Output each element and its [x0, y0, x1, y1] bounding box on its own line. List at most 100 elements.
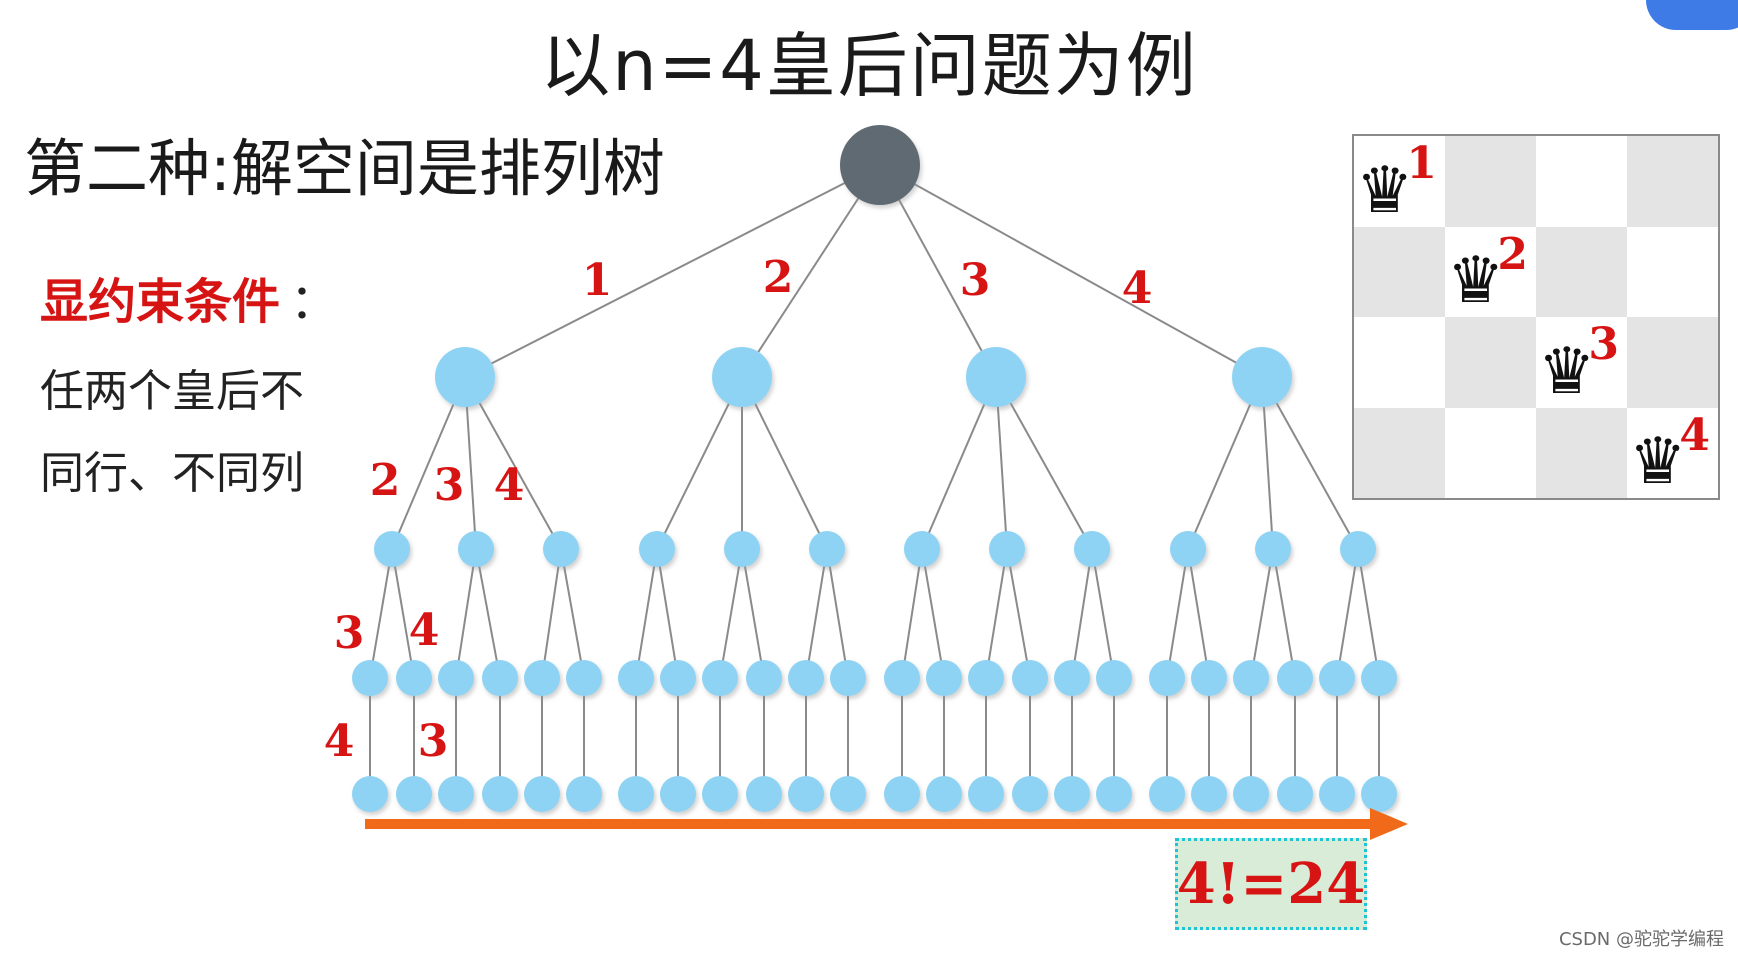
tree-edge-l1 — [879, 164, 1263, 378]
tree-node-level3 — [788, 660, 824, 696]
edge-label-level1: 3 — [960, 255, 991, 306]
tree-edge-l3 — [719, 548, 743, 679]
tree-edge-l3 — [560, 548, 585, 679]
tree-edge-l3 — [921, 548, 945, 679]
tree-node-level2 — [374, 531, 410, 567]
tree-node-level4 — [1191, 776, 1227, 812]
tree-node-level1 — [435, 347, 495, 407]
tree-node-level3 — [1054, 660, 1090, 696]
page-title: 以n=4皇后问题为例 — [540, 25, 1198, 107]
tree-node-level3 — [482, 660, 518, 696]
tree-edge-l3 — [826, 548, 849, 679]
result-box: 4!=24 — [1175, 838, 1367, 930]
tree-node-level3 — [1096, 660, 1132, 696]
edge-label-level2: 3 — [434, 460, 465, 511]
tree-node-level3 — [1191, 660, 1227, 696]
tree-node-level4 — [1319, 776, 1355, 812]
constraint-heading: 显约束条件： — [40, 262, 338, 332]
tree-node-level3 — [702, 660, 738, 696]
page-subtitle: 第二种:解空间是排列树 — [24, 132, 665, 205]
tree-edge-l3 — [1071, 548, 1093, 679]
leaf-arrow-head — [1370, 808, 1408, 840]
tree-node-level2 — [1170, 531, 1206, 567]
tree-edge-l2 — [391, 376, 466, 550]
tree-node-level4 — [1277, 776, 1313, 812]
tree-edge-l2 — [921, 376, 997, 550]
board-cell — [1354, 317, 1445, 408]
queen-number-label: 2 — [1497, 228, 1528, 280]
tree-node-level4 — [524, 776, 560, 812]
tree-node-level4 — [1096, 776, 1132, 812]
tree-node-level4 — [1361, 776, 1397, 812]
tree-edge-l1 — [741, 164, 881, 378]
tree-node-level3 — [884, 660, 920, 696]
tree-node-level4 — [660, 776, 696, 812]
queen-number-label: 4 — [1679, 409, 1710, 461]
tree-node-level4 — [1233, 776, 1269, 812]
tree-node-level3 — [1233, 660, 1269, 696]
tree-node-level1 — [712, 347, 772, 407]
tree-edge-l2 — [741, 376, 828, 550]
tree-node-level3 — [830, 660, 866, 696]
edge-label-level2: 4 — [494, 460, 525, 511]
tree-node-level4 — [884, 776, 920, 812]
tree-node-level4 — [618, 776, 654, 812]
tree-node-level2 — [989, 531, 1025, 567]
chessboard: ♛1♛2♛3♛4 — [1352, 134, 1720, 500]
tree-node-level2 — [1074, 531, 1110, 567]
tree-edge-l3 — [1166, 548, 1189, 679]
corner-app-badge[interactable] — [1646, 0, 1738, 30]
tree-node-level3 — [566, 660, 602, 696]
queen-icon: ♛ — [1447, 244, 1505, 318]
tree-edge-l2 — [995, 376, 1093, 550]
tree-node-level4 — [352, 776, 388, 812]
tree-edge-l3 — [1336, 548, 1359, 679]
tree-edge-l3 — [391, 548, 415, 679]
tree-edge-l3 — [1250, 548, 1274, 679]
tree-node-level4 — [482, 776, 518, 812]
board-cell: ♛1 — [1354, 136, 1445, 227]
tree-edge-l3 — [985, 548, 1008, 679]
board-cell: ♛4 — [1627, 407, 1718, 499]
board-cell — [1445, 317, 1536, 408]
tree-edge-l3 — [1091, 548, 1115, 679]
tree-node-level3 — [1361, 660, 1397, 696]
tree-node-level3 — [396, 660, 432, 696]
tree-edge-l1 — [879, 164, 997, 378]
tree-node-level2 — [458, 531, 494, 567]
tree-node-level3 — [1319, 660, 1355, 696]
tree-node-level3 — [1012, 660, 1048, 696]
tree-edge-l3 — [635, 548, 658, 679]
constraint-heading-text: 显约束条件 — [40, 274, 281, 330]
tree-edge-l3 — [1006, 548, 1031, 679]
tree-edge-l1 — [464, 164, 881, 378]
tree-node-level3 — [524, 660, 560, 696]
constraint-line-2: 同行、不同列 — [40, 448, 304, 499]
tree-edge-l3 — [455, 548, 477, 679]
edge-label-level1: 4 — [1122, 263, 1153, 314]
tree-node-level3 — [968, 660, 1004, 696]
queen-number-label: 1 — [1406, 138, 1437, 189]
tree-node-level3 — [618, 660, 654, 696]
tree-edge-l3 — [1357, 548, 1380, 679]
tree-edge-l3 — [1272, 548, 1296, 679]
board-cell — [1536, 136, 1627, 227]
board-cell — [1445, 136, 1536, 227]
tree-edge-l3 — [475, 548, 501, 679]
tree-edge-l2 — [1261, 376, 1359, 550]
tree-node-level4 — [396, 776, 432, 812]
queen-icon: ♛ — [1629, 425, 1687, 499]
tree-edge-l3 — [541, 548, 562, 679]
tree-node-level3 — [746, 660, 782, 696]
tree-edge-l2 — [1187, 376, 1263, 550]
edge-label-level4: 4 — [324, 716, 355, 767]
tree-node-level4 — [830, 776, 866, 812]
tree-edge-l3 — [901, 548, 923, 679]
tree-edge-l3 — [805, 548, 828, 679]
tree-node-level4 — [1012, 776, 1048, 812]
tree-root-node — [840, 125, 920, 205]
tree-node-level4 — [746, 776, 782, 812]
tree-edge-l3 — [741, 548, 765, 679]
tree-edge-l3 — [656, 548, 679, 679]
